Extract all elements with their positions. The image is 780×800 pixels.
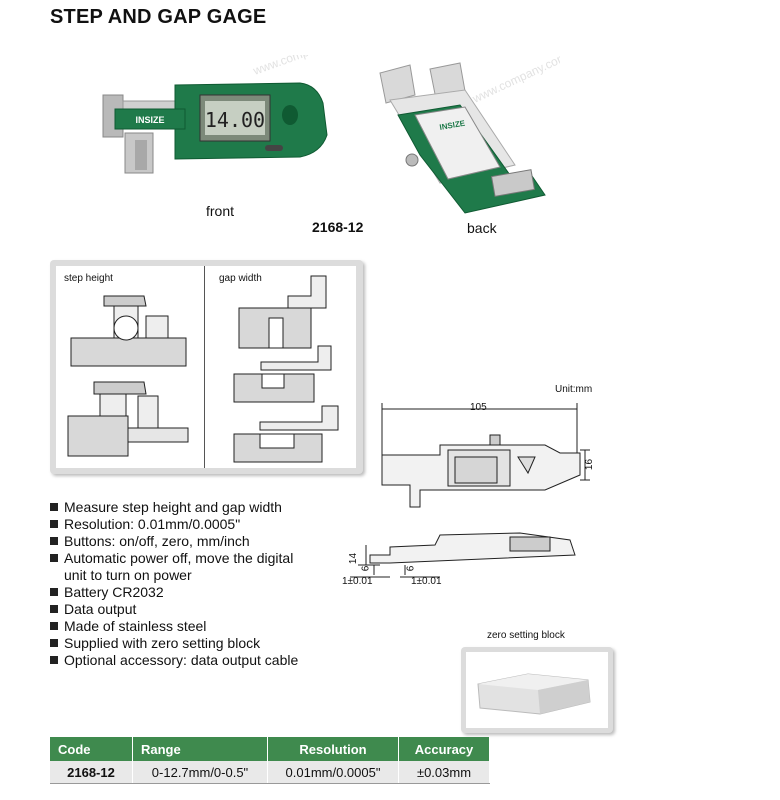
watermark: www.company.com bbox=[250, 55, 352, 78]
dim-jaw-a: 6 bbox=[360, 565, 372, 572]
cell-accuracy: ±0.03mm bbox=[398, 761, 490, 784]
back-caption: back bbox=[467, 220, 497, 236]
header-accuracy: Accuracy bbox=[398, 737, 490, 761]
spec-table: Code Range Resolution Accuracy 2168-12 0… bbox=[50, 737, 490, 784]
dim-length: 105 bbox=[470, 402, 487, 413]
dim-tol-a: 1±0.01 bbox=[342, 576, 373, 587]
model-number: 2168-12 bbox=[312, 219, 364, 235]
feature-item: Resolution: 0.01mm/0.0005" bbox=[48, 516, 298, 533]
dim-jaw-b: 6 bbox=[405, 565, 417, 572]
front-caption: front bbox=[206, 203, 235, 219]
feature-item: Measure step height and gap width bbox=[48, 499, 298, 516]
table-row: 2168-12 0-12.7mm/0-0.5" 0.01mm/0.0005" ±… bbox=[50, 761, 490, 784]
feature-item: Made of stainless steel bbox=[48, 618, 298, 635]
unit-label: Unit:mm bbox=[555, 384, 593, 395]
feature-item: Data output bbox=[48, 601, 298, 618]
step-height-label: step height bbox=[64, 273, 113, 284]
cell-resolution: 0.01mm/0.0005" bbox=[267, 761, 399, 784]
feature-item: Buttons: on/off, zero, mm/inch bbox=[48, 533, 298, 550]
display-readout: 14.00 bbox=[205, 108, 265, 132]
header-range: Range bbox=[132, 737, 268, 761]
back-photo: INSIZE www.company.com bbox=[379, 55, 560, 214]
cell-code: 2168-12 bbox=[50, 761, 133, 784]
table-header-row: Code Range Resolution Accuracy bbox=[50, 737, 490, 761]
zero-block-image bbox=[477, 673, 591, 715]
feature-item-continued: unit to turn on power bbox=[64, 567, 192, 583]
dimension-drawing bbox=[350, 403, 590, 578]
dim-step-height: 14 bbox=[348, 552, 360, 565]
gap-width-label: gap width bbox=[219, 273, 262, 284]
header-code: Code bbox=[50, 737, 133, 761]
brand-logo: INSIZE bbox=[135, 115, 164, 125]
dim-height: 16 bbox=[584, 458, 596, 471]
dim-tol-b: 1±0.01 bbox=[411, 576, 442, 587]
feature-item: Optional accessory: data output cable bbox=[48, 652, 298, 669]
feature-list: Measure step height and gap width Resolu… bbox=[48, 499, 298, 669]
feature-item: Battery CR2032 bbox=[48, 584, 298, 601]
panel-divider bbox=[204, 266, 205, 468]
usage-diagram-panel: step height gap width bbox=[50, 260, 363, 474]
feature-item: Supplied with zero setting block bbox=[48, 635, 298, 652]
page-title: STEP AND GAP GAGE bbox=[50, 6, 267, 28]
header-resolution: Resolution bbox=[267, 737, 399, 761]
feature-item: Automatic power off, move the digital bbox=[48, 550, 298, 567]
zero-block-panel bbox=[461, 647, 613, 733]
front-photo: INSIZE 14.00 www.company.com bbox=[102, 55, 352, 174]
usage-drawings bbox=[67, 275, 339, 463]
zero-block-label: zero setting block bbox=[487, 630, 565, 641]
cell-range: 0-12.7mm/0-0.5" bbox=[132, 761, 268, 784]
svg-text:www.company.com: www.company.com bbox=[469, 55, 560, 106]
